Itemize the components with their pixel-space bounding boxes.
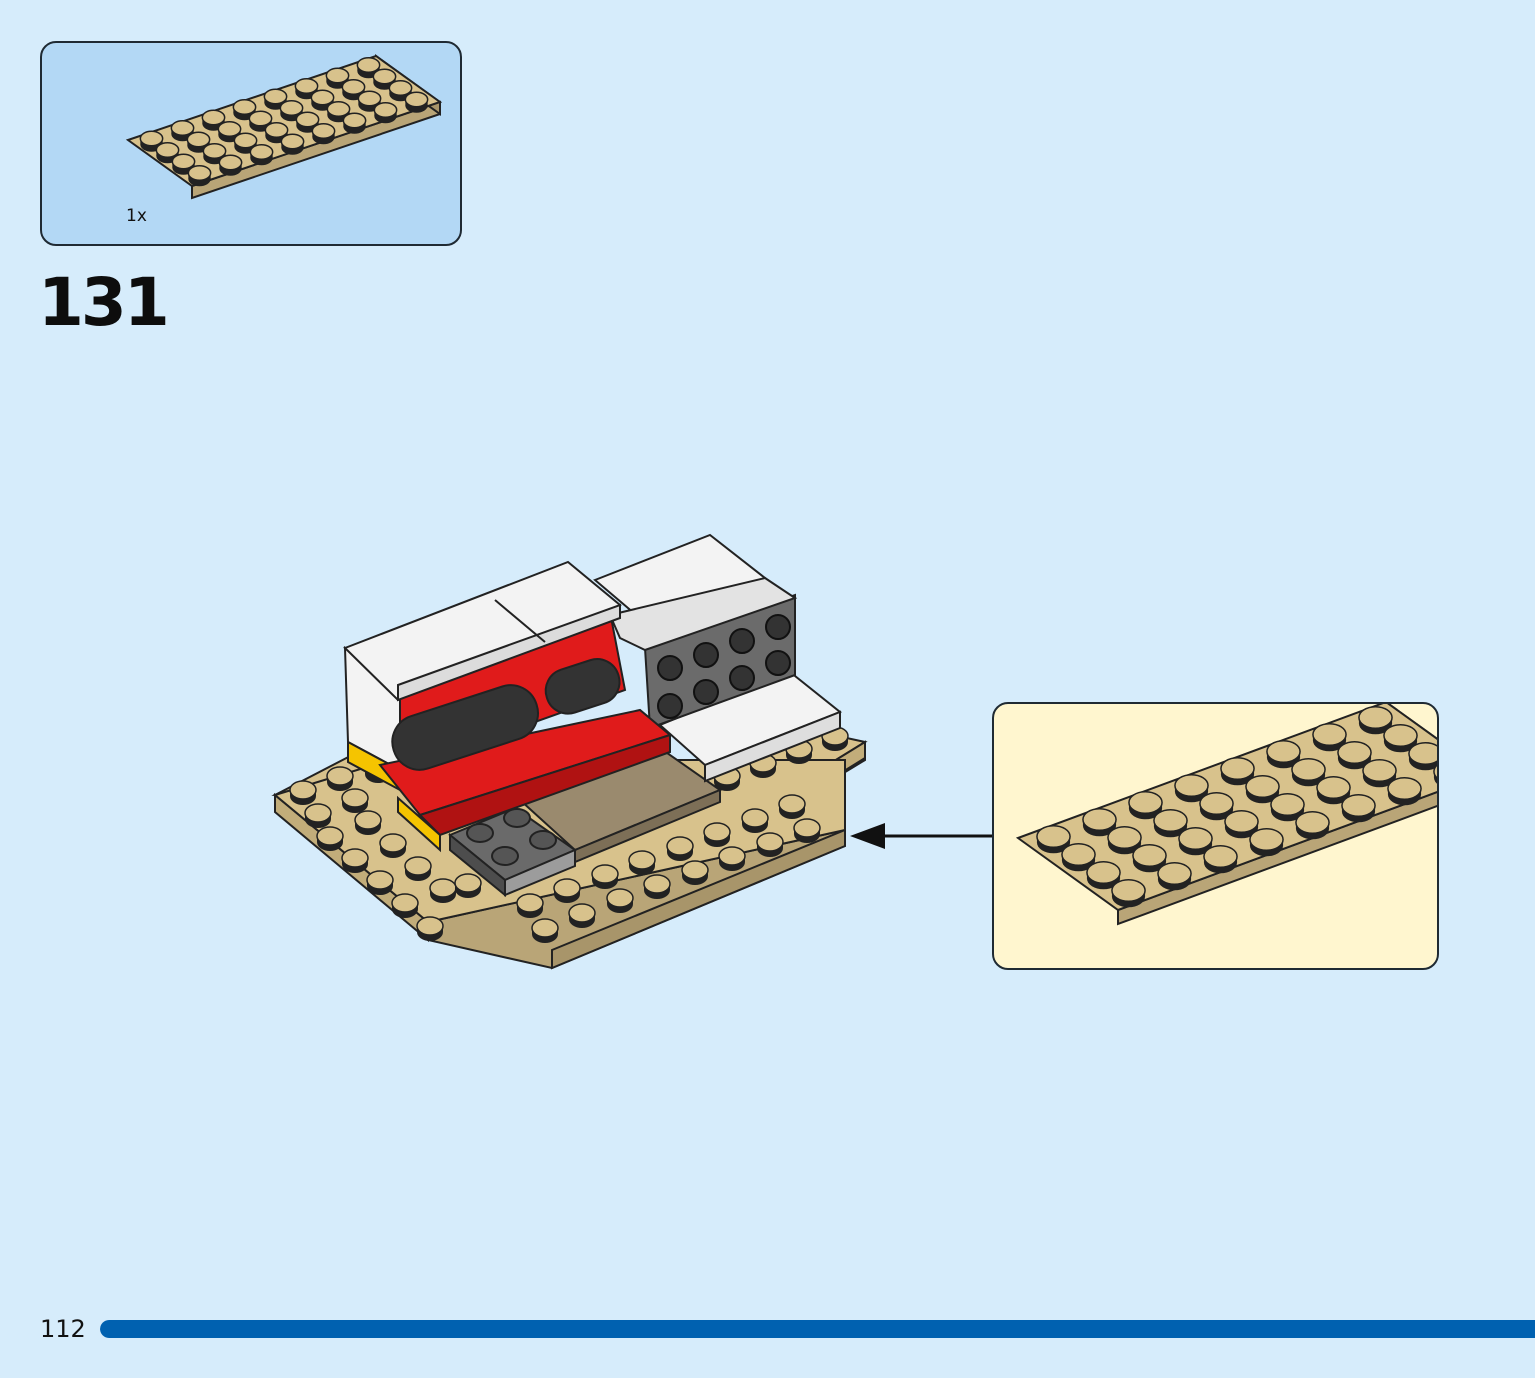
stud [1295,810,1330,840]
stud [249,143,274,166]
stud [1387,776,1422,806]
stud [310,89,335,111]
stud [1132,843,1167,873]
plate-stud [591,864,619,889]
stud [1383,723,1418,753]
plate-stud [341,788,369,813]
stud [1245,774,1280,804]
progress-bar [100,1320,1535,1338]
stud [280,133,305,155]
stud [1086,860,1121,890]
plate-stud [341,848,369,873]
stud [1107,825,1142,855]
plate-stud [785,739,813,764]
stud [1224,809,1259,839]
stud [1082,807,1117,837]
part-quantity: 1x [126,206,147,226]
plate-stud [379,833,407,858]
black-stud-panel [643,593,796,730]
plate-stud [416,916,444,941]
plate-stud [793,818,821,843]
stud [1199,791,1234,821]
plate-stud [606,888,634,913]
red-seat-module [343,560,673,853]
plate-stud [326,766,354,791]
page-number: 112 [40,1315,86,1343]
stud [1291,757,1326,787]
plate-stud [628,850,656,875]
plate-stud [643,874,671,899]
stud [1249,827,1284,857]
plate-stud [354,810,382,835]
plate-stud [681,860,709,885]
stud [1174,773,1209,803]
tan-plate-part-icon [125,54,443,200]
stud [1358,705,1393,735]
stud [311,122,336,145]
stud [356,56,381,79]
stud [1312,722,1347,752]
stud [373,101,398,124]
parts-list-box: 1x [40,41,462,246]
stud [1220,756,1255,786]
placement-arrow [850,823,992,849]
plate-stud [666,836,694,861]
stud [1316,775,1351,805]
plate-stud [366,870,394,895]
stud [295,111,320,133]
plate-stud [391,893,419,918]
plate-stud [316,826,344,851]
plate-stud [429,878,457,903]
plate-stud [304,803,332,828]
plate-stud [718,846,746,871]
plate-stud [553,878,581,903]
stud [1153,808,1188,838]
stud [342,112,367,134]
plate-stud [778,794,806,819]
plate-studs [289,726,849,943]
progress-bar-fill [100,1320,1535,1338]
stud [1128,790,1163,820]
stud [1178,826,1213,856]
stud [1203,844,1238,874]
tan-plate-callout-icon [1015,704,1437,926]
stud [1337,740,1372,770]
step-number: 131 [38,264,170,341]
stud [1157,861,1192,891]
stud [1408,741,1437,771]
plate-stud [454,873,482,898]
plate-stud [289,780,317,805]
plate-stud [703,822,731,847]
stud [170,119,195,142]
stud [1036,824,1071,854]
plate-stud [568,903,596,928]
stud [1362,758,1397,788]
gray-plate [448,806,578,898]
stud [202,142,227,165]
white-roof-right [593,533,798,652]
plate-stud [756,832,784,857]
plate-stud [404,856,432,881]
plate-stud [741,808,769,833]
stud [404,91,429,113]
stud [1270,792,1305,822]
part-callout-box [992,702,1439,970]
stud [187,164,212,187]
stud [1266,739,1301,769]
plate-stud [531,918,559,943]
plate-stud [516,893,544,918]
stud [1433,764,1437,784]
stud [1061,842,1096,872]
stud [1341,793,1376,823]
stud [1111,878,1146,908]
stud [218,154,243,176]
